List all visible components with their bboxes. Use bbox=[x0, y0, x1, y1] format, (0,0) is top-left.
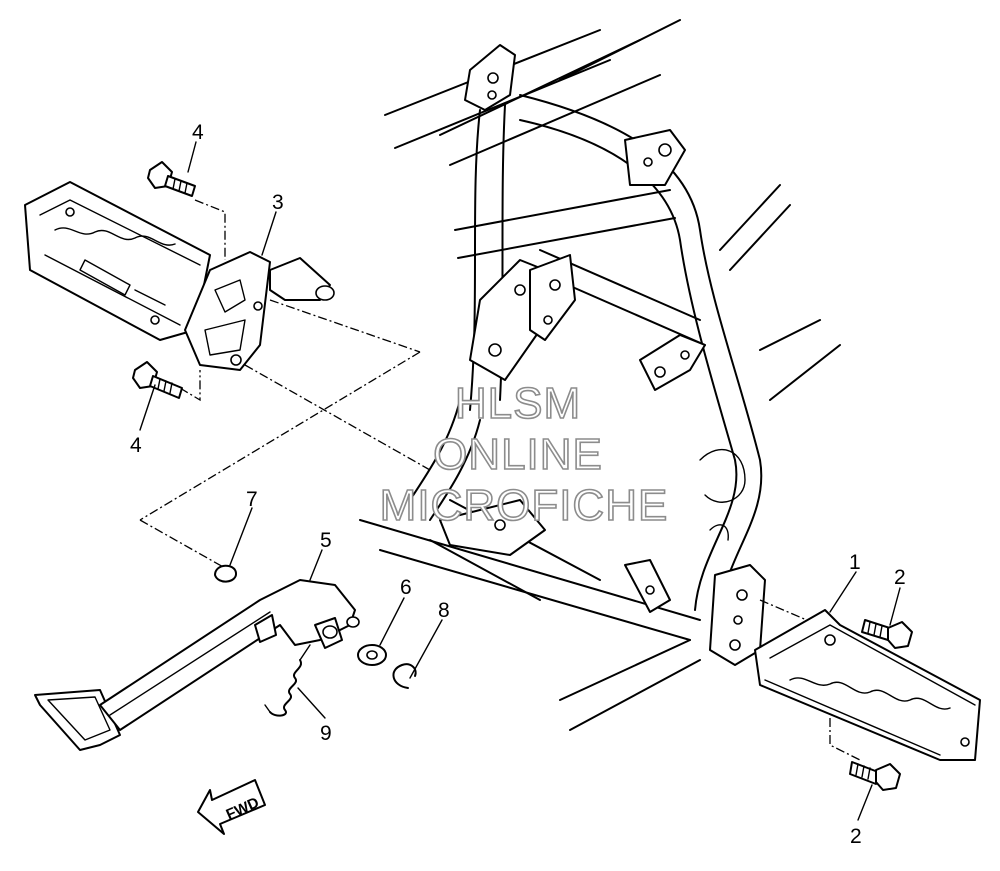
alignment-line bbox=[269, 299, 421, 353]
callout-5: 5 bbox=[320, 529, 332, 552]
alignment-line bbox=[194, 199, 226, 260]
left-footrest bbox=[24, 181, 211, 341]
callout-4: 4 bbox=[192, 121, 204, 144]
right-footrest bbox=[754, 609, 981, 761]
callout-3: 3 bbox=[272, 191, 284, 214]
callout-2: 2 bbox=[894, 566, 906, 589]
watermark: HLSM ONLINE MICROFICHE bbox=[379, 378, 669, 531]
callout-8: 8 bbox=[438, 599, 450, 622]
washer bbox=[357, 644, 387, 666]
callout-9: 9 bbox=[320, 722, 332, 745]
callouts: 1 2 2 3 4 4 5 6 7 8 9 bbox=[130, 121, 906, 848]
leader-lines bbox=[139, 141, 901, 821]
watermark-line: MICROFICHE bbox=[380, 481, 669, 530]
bolt bbox=[132, 361, 183, 399]
bolt bbox=[147, 161, 196, 197]
callout-4: 4 bbox=[130, 434, 142, 457]
footrest-bracket bbox=[184, 251, 335, 371]
alignment-line bbox=[139, 519, 226, 569]
clip bbox=[214, 564, 237, 583]
callout-7: 7 bbox=[246, 488, 258, 511]
alignment-line bbox=[179, 370, 201, 402]
bolt bbox=[849, 761, 901, 791]
brake-pedal bbox=[34, 579, 360, 751]
watermark-line: ONLINE bbox=[433, 430, 603, 479]
alignment-line bbox=[244, 364, 431, 471]
frame-assembly bbox=[359, 19, 841, 731]
fwd-arrow-icon: FWD bbox=[197, 779, 266, 835]
alignment-line bbox=[139, 351, 421, 521]
watermark-line: HLSM bbox=[455, 379, 581, 428]
callout-6: 6 bbox=[400, 576, 412, 599]
return-spring bbox=[264, 644, 311, 717]
circlip bbox=[392, 663, 417, 689]
callout-1: 1 bbox=[849, 551, 861, 574]
bolt bbox=[861, 619, 913, 649]
callout-2: 2 bbox=[850, 825, 862, 848]
